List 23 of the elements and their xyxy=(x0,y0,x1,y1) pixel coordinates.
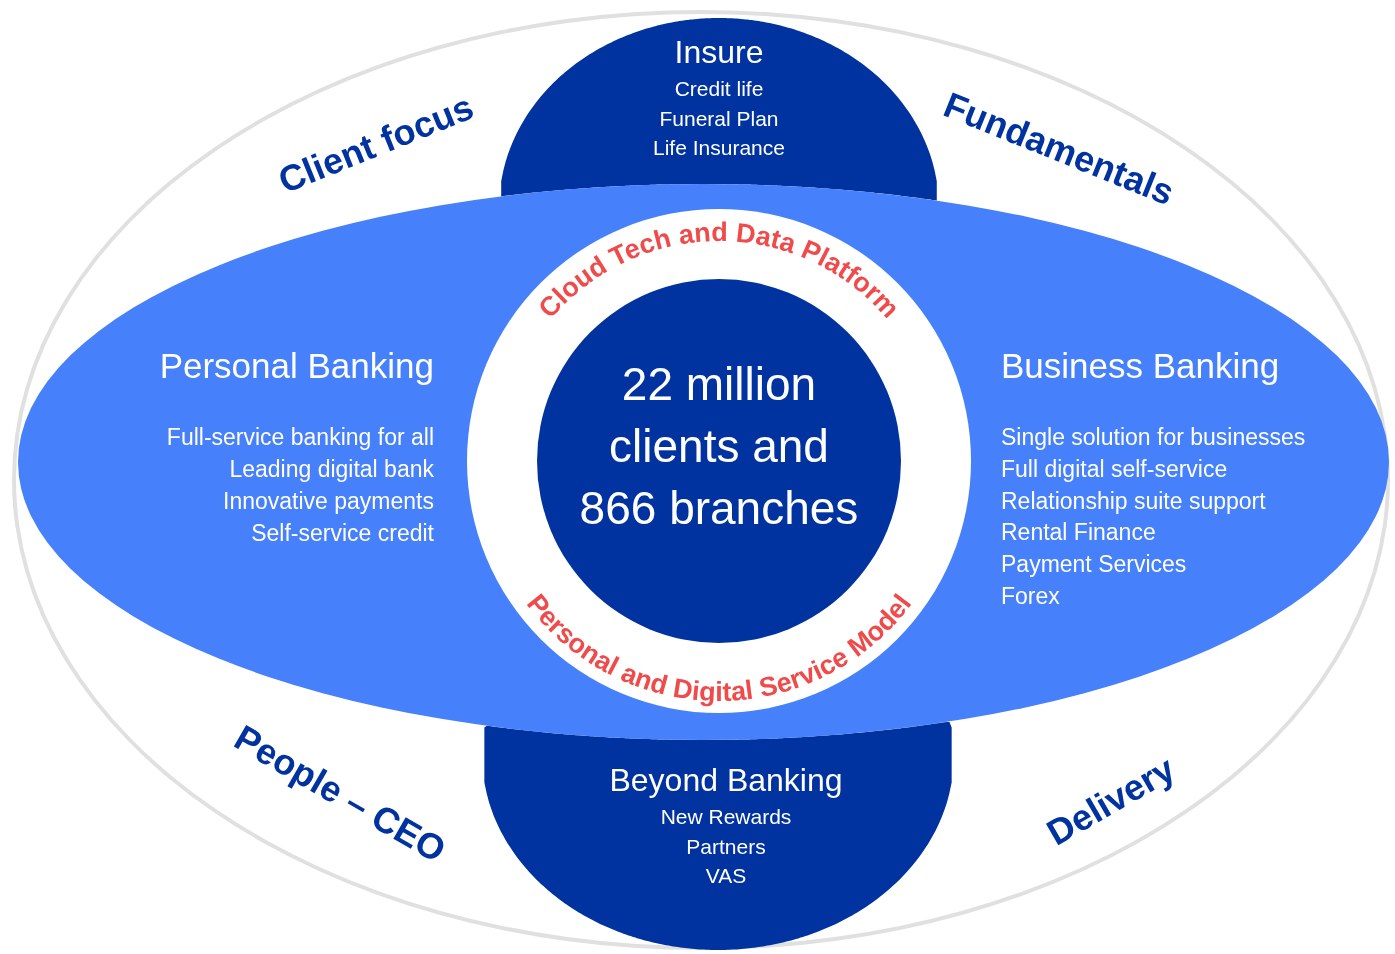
list-item: Rental Finance xyxy=(1001,520,1156,544)
list-item: Relationship suite support xyxy=(1001,489,1266,513)
heading: Insure xyxy=(674,36,764,68)
list-item: Payment Services xyxy=(1001,552,1187,576)
list-item: Funeral Plan xyxy=(659,107,779,129)
segment-label: Client focus xyxy=(273,88,479,200)
list-item: Full digital self-service xyxy=(1001,457,1228,481)
heading: Personal Banking xyxy=(159,347,434,383)
list-item: Full-service banking for all xyxy=(166,425,434,449)
list-item: Credit life xyxy=(674,77,764,99)
center-text: 22 million clients and 866 branches xyxy=(578,356,860,537)
list-item: Forex xyxy=(1001,584,1060,608)
list-item: Single solution for businesses xyxy=(1001,425,1306,449)
heading: Business Banking xyxy=(1001,347,1280,383)
list-item: Innovative payments xyxy=(223,489,434,513)
list-item: VAS xyxy=(705,864,747,886)
list-item: Leading digital bank xyxy=(229,457,434,481)
list-item: Self-service credit xyxy=(251,521,434,545)
list-item: Partners xyxy=(686,835,766,857)
outer-ellipse xyxy=(12,10,1390,950)
list-item: Life Insurance xyxy=(653,136,785,158)
heading: Beyond Banking xyxy=(609,764,843,796)
list-item: New Rewards xyxy=(660,805,792,827)
